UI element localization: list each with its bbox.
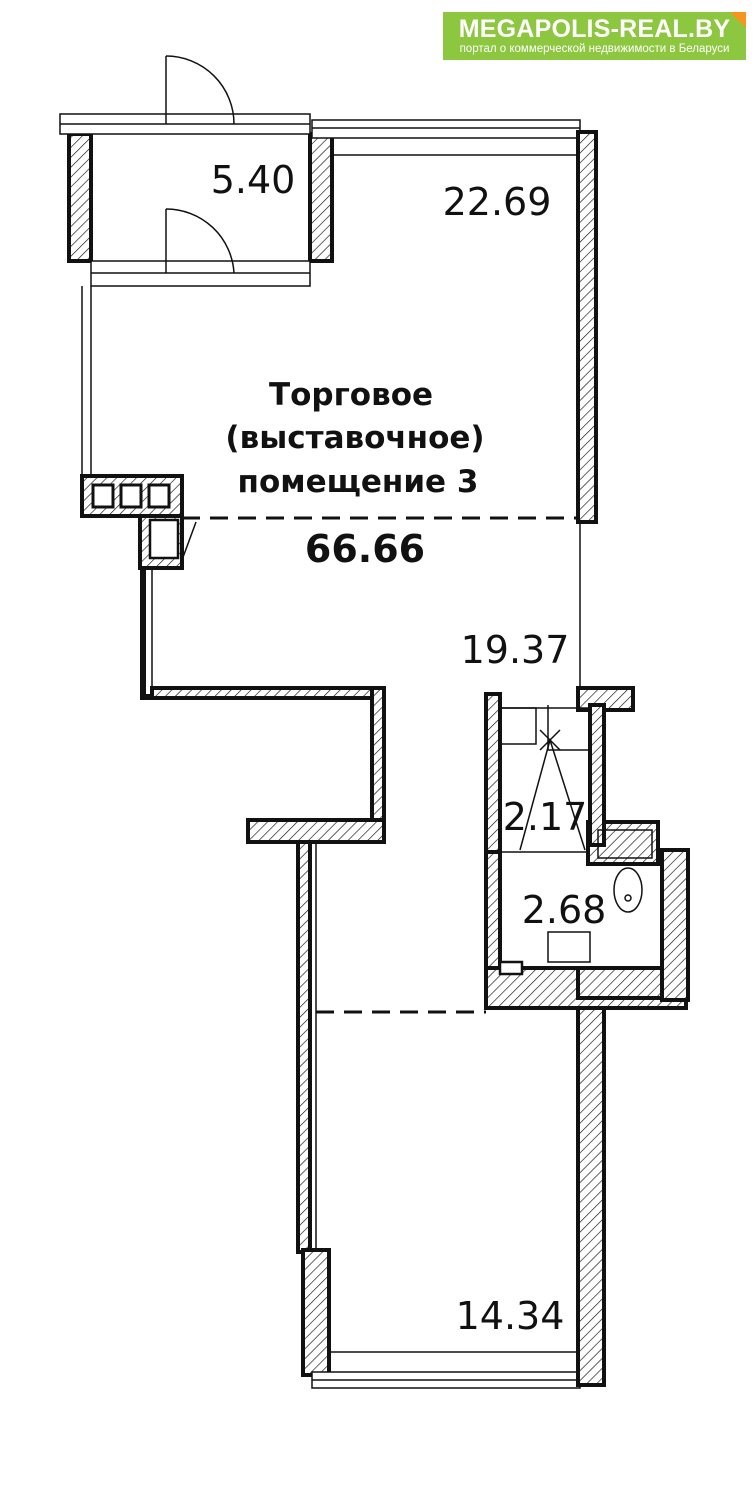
wall-segment (576, 130, 598, 524)
room-name-line-2: (выставочное) (225, 420, 484, 456)
wall-segment (296, 840, 312, 1254)
wall-segment (301, 1248, 331, 1377)
area-label-hall-middle: 19.37 (461, 628, 570, 672)
room-name-line-1: Торговое (269, 377, 433, 413)
wall-segment (246, 818, 386, 844)
window (311, 119, 581, 139)
wall-segment (67, 132, 93, 263)
entrance-door (165, 55, 235, 125)
site-badge[interactable]: MEGAPOLIS-REAL.BY портал о коммерческой … (443, 12, 746, 60)
site-tagline: портал о коммерческой недвижимости в Бел… (459, 43, 730, 55)
wall-segment (308, 132, 334, 263)
inner-door (165, 208, 235, 274)
outer-walls (80, 119, 635, 1389)
bathrooms (484, 692, 690, 1010)
area-label-hall-upper: 22.69 (443, 180, 552, 224)
badge-corner (730, 12, 746, 28)
wall-segment (576, 998, 606, 1387)
site-name: MEGAPOLIS-REAL.BY (458, 15, 731, 43)
wall-segment (370, 686, 386, 822)
vestibule (59, 55, 334, 287)
area-label-vestibule: 5.40 (211, 158, 296, 202)
ventilation-shafts (80, 474, 197, 570)
wall-segment (150, 686, 384, 700)
area-label-bathroom-lower: 2.68 (522, 888, 607, 932)
area-label-hall-lower: 14.34 (456, 1294, 565, 1338)
area-label-bathroom-upper: 2.17 (503, 795, 588, 839)
total-area: 66.66 (305, 527, 425, 571)
room-name-line-3: помещение 3 (238, 464, 479, 500)
